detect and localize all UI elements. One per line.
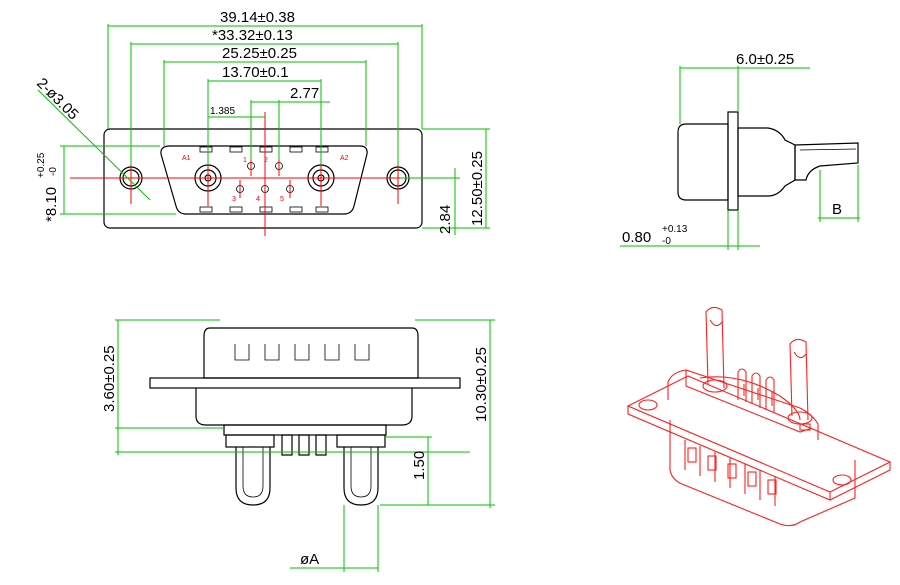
bottom-slots (234, 344, 370, 361)
pin-label-1: 1 (243, 157, 247, 164)
pin-label-a1: A1 (182, 155, 191, 162)
dim-signal-pitch: 2.77 (290, 85, 319, 102)
isometric-view (626, 306, 892, 527)
side-dims (620, 66, 860, 250)
dim-shell-height-tol-minus: -0 (48, 167, 59, 176)
front-view: A1 A2 1 2 3 4 5 (33, 9, 490, 236)
side-tail (794, 142, 859, 181)
pin-label-4: 4 (256, 196, 260, 203)
dim-side-depth: 6.0±0.25 (736, 51, 794, 68)
bottom-insulator (223, 424, 387, 436)
dim-mount-holes: 2-ø3.05 (33, 75, 82, 124)
front-shell-tabs (199, 146, 329, 213)
bottom-lower-shell (195, 388, 413, 426)
front-horizontal-dims (107, 24, 423, 165)
dim-mount-pitch: *33.32±0.13 (212, 27, 293, 44)
bottom-dims (115, 319, 495, 572)
pin-label-5: 5 (280, 196, 284, 203)
dim-shell-height-tol-plus: +0.25 (36, 152, 47, 178)
bottom-view: 3.60±0.25 10.30±0.25 1.50 øA (101, 319, 495, 572)
bottom-power-pin-right-inner (350, 447, 372, 498)
dim-shell-width: 25.25±0.25 (222, 45, 297, 62)
bottom-boss-left (225, 434, 275, 448)
dim-signal-offset: 1.385 (210, 106, 235, 117)
dim-power-pitch: 13.70±0.1 (222, 64, 289, 81)
bottom-boss-right (336, 434, 386, 448)
dim-flange-tol-plus: +0.13 (662, 224, 688, 235)
dim-overall-width: 39.14±0.38 (220, 9, 295, 26)
bottom-power-pin-left-inner (242, 447, 264, 498)
front-centerlines (70, 112, 440, 236)
dim-flange-offset: 3.60±0.25 (101, 345, 118, 412)
dim-overall-depth: 10.30±0.25 (473, 347, 490, 422)
side-tail-line (799, 148, 857, 151)
dim-pin-dia: øA (300, 551, 319, 568)
bottom-signal-pins (281, 434, 327, 456)
side-body (737, 127, 796, 197)
dim-overall-height: 12.50±0.25 (469, 151, 486, 226)
dim-tail-b: B (832, 201, 842, 218)
pin-label-2: 2 (264, 157, 268, 164)
bottom-power-pin-right (343, 447, 379, 506)
bottom-top-shell (203, 327, 419, 379)
bottom-flange (149, 377, 461, 389)
pin-label-3: 3 (232, 196, 236, 203)
dim-shell-height: *8.10 (43, 187, 60, 222)
dim-flange-thickness: 0.80 (622, 229, 651, 246)
dim-pin-offset: 2.84 (437, 205, 454, 234)
side-flange (727, 111, 739, 211)
dim-pin-length: 1.50 (411, 451, 428, 480)
pin-label-a2: A2 (340, 155, 349, 162)
connector-3d-icon (626, 306, 892, 527)
dim-flange-tol-minus: -0 (662, 236, 671, 247)
front-d-shell (160, 145, 368, 215)
side-shell (677, 123, 729, 201)
side-view: 6.0±0.25 0.80 +0.13 -0 B (620, 51, 860, 250)
front-vertical-dims (37, 89, 490, 235)
bottom-power-pin-left (235, 447, 271, 506)
